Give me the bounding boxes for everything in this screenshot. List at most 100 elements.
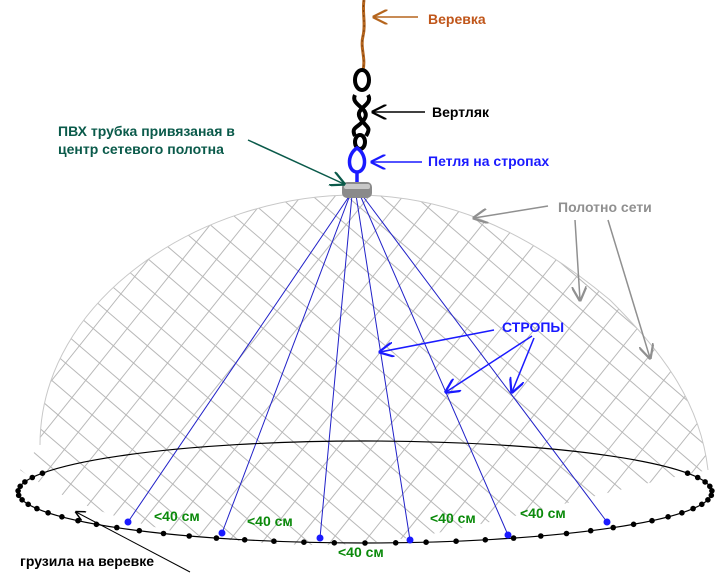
slings-label: СТРОПЫ [502, 319, 564, 335]
mesh-line [20, 195, 221, 545]
mesh-line [20, 195, 649, 545]
mesh-line [20, 195, 479, 545]
weight [29, 474, 36, 481]
slings [127, 194, 608, 541]
attachment-point [316, 534, 324, 542]
mesh-line [657, 195, 708, 545]
rope-label: Веревка [428, 11, 486, 27]
attachment-point [504, 531, 512, 539]
weight [17, 483, 24, 490]
weights-label: грузила на веревке [20, 553, 154, 569]
mesh-line [20, 195, 357, 545]
mesh-line [20, 195, 493, 545]
mesh-line [219, 195, 708, 545]
weight [690, 505, 696, 512]
mesh-line [215, 195, 697, 545]
weight [699, 501, 705, 508]
weight [75, 517, 81, 524]
mesh-line [419, 195, 708, 545]
spacing-label: <40 см [338, 544, 384, 560]
pvc-tube-arrow [247, 139, 344, 184]
attachment-point [218, 529, 226, 537]
mesh-line [20, 195, 85, 545]
weight [392, 540, 399, 546]
weight [45, 510, 51, 516]
mesh-line [457, 195, 708, 545]
weight [186, 533, 192, 539]
pvc-tube [342, 182, 372, 198]
mesh-line [20, 195, 37, 545]
weight [22, 479, 28, 485]
weight [93, 521, 100, 528]
mesh-line [20, 195, 547, 545]
weight [213, 535, 220, 541]
weight [39, 470, 46, 477]
weight [679, 510, 685, 516]
mesh-line [20, 195, 309, 545]
mesh-line [185, 195, 708, 545]
mesh-line [147, 195, 629, 545]
weight [25, 501, 32, 508]
mesh-line [20, 195, 513, 545]
mesh-line [20, 195, 683, 545]
weight [59, 514, 65, 520]
weights-arrow [76, 512, 191, 573]
weight [482, 537, 489, 543]
weight [610, 524, 616, 531]
mesh-line [521, 195, 708, 545]
weight [136, 527, 143, 534]
weight [708, 492, 715, 499]
mesh-line [20, 195, 391, 545]
mesh-line [525, 195, 708, 545]
mesh-line [79, 195, 561, 545]
mesh-line [661, 195, 708, 545]
spacing-label: <40 см [247, 513, 293, 529]
mesh-line [321, 195, 708, 545]
weight [331, 540, 338, 546]
mesh-line [20, 195, 411, 545]
mesh-line [0, 0, 16, 587]
weight [649, 517, 655, 524]
mesh-line [20, 195, 51, 545]
sling [221, 194, 351, 534]
mesh-line [20, 195, 275, 545]
slings-arrow [512, 337, 535, 392]
mesh-line [389, 195, 708, 545]
mesh-line [249, 195, 708, 545]
spacing-label: <40 см [520, 505, 566, 521]
weight [709, 488, 715, 494]
weights-on-rope [15, 470, 715, 546]
mesh-line [181, 195, 663, 545]
weight [630, 521, 637, 528]
net-label: Полотно сети [558, 199, 652, 215]
mesh-line [487, 195, 708, 545]
sling [359, 194, 509, 536]
pvc-tube-label-line2: центр сетевого полотна [58, 141, 224, 157]
weight [453, 538, 459, 544]
mesh-line [253, 195, 708, 545]
mesh-line [49, 195, 708, 545]
mesh-line [20, 195, 581, 545]
weight [684, 470, 691, 477]
sling [127, 194, 351, 523]
net-arrow [575, 219, 580, 300]
mesh-line [491, 195, 708, 545]
weight [15, 492, 22, 499]
weight [114, 524, 120, 531]
weight [587, 527, 594, 534]
mesh-line [20, 195, 241, 545]
mesh-line [83, 195, 708, 545]
weight [538, 533, 544, 539]
spacing-label: <40 см [154, 508, 200, 524]
mesh-line [555, 195, 708, 545]
weight [705, 497, 711, 503]
mesh-line [589, 195, 708, 545]
sling-attachment-points [124, 518, 611, 544]
attachment-point [124, 518, 132, 526]
loop-on-slings [347, 145, 367, 182]
weight [34, 505, 40, 512]
mesh-line [20, 195, 343, 545]
swivel [351, 68, 372, 151]
mesh-line [20, 195, 71, 545]
